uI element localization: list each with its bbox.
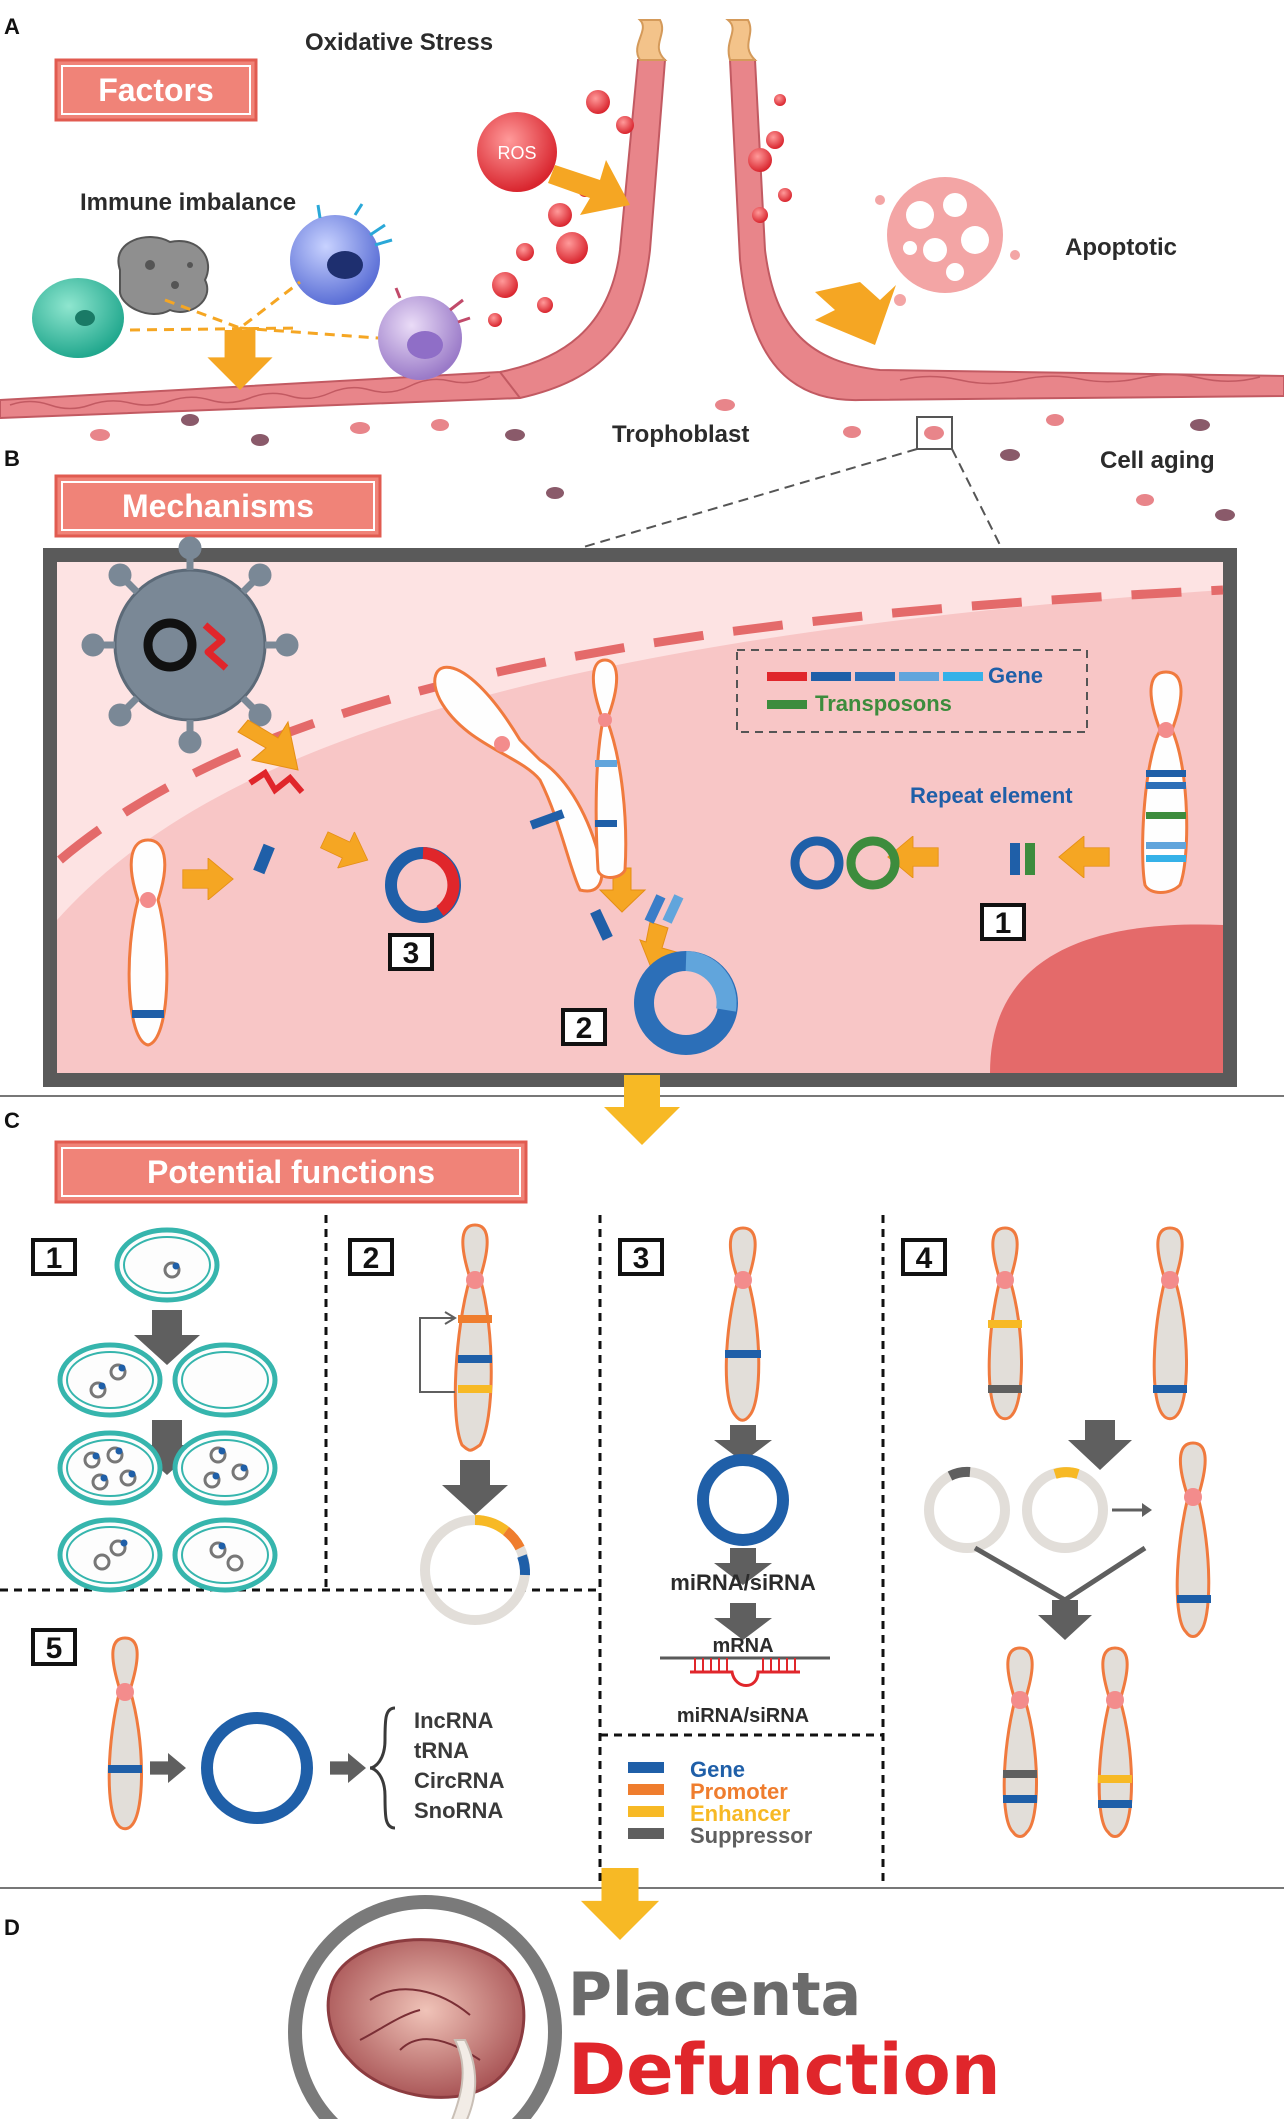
panel-b: B Mechanisms [4, 446, 1237, 1087]
function-3-chromosome [697, 1226, 789, 1640]
potential-functions-banner: Potential functions [54, 1140, 528, 1204]
mechanism-num-1: 1 [995, 907, 1012, 940]
macrophage-cell [117, 236, 210, 316]
function-2-chromosome [419, 1223, 531, 1625]
function-num-1: 1 [46, 1242, 63, 1275]
dna-fragment-1 [590, 908, 613, 941]
panel-a: A Factors Oxidative Stress Immune imbala… [0, 14, 1284, 549]
function-legend: Gene Promoter Enhancer Suppressor [628, 1757, 813, 1848]
potential-functions-banner-text: Potential functions [147, 1154, 435, 1190]
apoptotic-arrow [815, 282, 896, 345]
chromosome-3-b [591, 658, 628, 879]
viral-rna-red [248, 768, 305, 795]
rna-type-lncrna: IncRNA [414, 1708, 494, 1733]
ecdna-circle-1-green [846, 836, 900, 890]
factors-banner-text: Factors [98, 72, 214, 108]
arrow-c-to-d [580, 1868, 660, 1940]
immune-cells [32, 203, 471, 390]
rna-type-circrna: CircRNA [414, 1768, 505, 1793]
placenta-image [288, 1895, 562, 2119]
dna-fragment-3 [662, 894, 684, 924]
function-1-cells [57, 1227, 278, 1593]
ecdna-circle-2 [634, 951, 738, 1055]
apoptotic-body [875, 177, 1020, 306]
nucleolus [990, 924, 1223, 1073]
function-5-diagram [107, 1636, 396, 1831]
mechanisms-banner: Mechanisms [54, 474, 382, 538]
nuclear-membrane [57, 585, 1224, 864]
tissue-villus [0, 19, 1284, 420]
mrna-label: mRNA [712, 1635, 773, 1657]
panel-c: C Potential functions 1 [0, 1108, 1211, 1885]
chromosome-1-b [127, 838, 169, 1047]
oxidative-stress-label: Oxidative Stress [305, 29, 493, 56]
legend-item-promoter: Promoter [690, 1779, 788, 1804]
ros-bubble [477, 112, 557, 192]
gene-legend-box: Gene Transposons [736, 649, 1088, 733]
scattered-cells [90, 399, 1235, 521]
mechanism-num-2: 2 [576, 1012, 593, 1045]
ros-arrow [548, 160, 630, 215]
zoom-cell [579, 416, 1001, 549]
mechanisms-banner-text: Mechanisms [122, 488, 314, 524]
ros-bubbles: ROS [477, 90, 792, 327]
panel-c-letter: C [4, 1108, 20, 1133]
repeat-fragment-blue [1010, 843, 1020, 875]
placenta-label: Placenta [568, 1960, 861, 2030]
panel-d: D Placenta Defunction [4, 1895, 1001, 2119]
mechanism-num-3: 3 [403, 937, 420, 970]
function-num-4: 4 [916, 1242, 933, 1275]
ecdna-circle-1-blue [790, 836, 844, 890]
ros-label: ROS [497, 143, 536, 163]
chromosome-4-b [1141, 670, 1189, 894]
cell-aging-label: Cell aging [1100, 447, 1215, 474]
panel-a-letter: A [4, 14, 20, 39]
chromosome-2-b [433, 665, 604, 893]
function-num-2: 2 [363, 1242, 380, 1275]
legend-transposons: Transposons [815, 691, 952, 716]
mirna-sirna-top: miRNA/siRNA [670, 1570, 816, 1595]
defunction-label: Defunction [568, 2029, 1001, 2111]
dna-fragment-2 [644, 894, 666, 924]
function-4-diagram [924, 1226, 1211, 1838]
apoptotic-label: Apoptotic [1065, 234, 1177, 261]
function-num-5: 5 [46, 1632, 63, 1665]
legend-gene: Gene [988, 663, 1043, 688]
repeat-fragment-green [1025, 843, 1035, 875]
legend-item-enhancer: Enhancer [690, 1801, 791, 1826]
trophoblast-label: Trophoblast [612, 421, 749, 448]
rna-type-snorna: SnoRNA [414, 1798, 503, 1823]
dna-fragment-blue [253, 843, 275, 875]
factors-banner: Factors [54, 58, 258, 122]
panel-b-letter: B [4, 446, 20, 471]
legend-item-gene: Gene [690, 1757, 745, 1782]
repeat-element-label: Repeat element [910, 783, 1073, 808]
panel-d-letter: D [4, 1915, 20, 1940]
mirna-sirna-bottom: miRNA/siRNA [677, 1705, 809, 1727]
function-num-3: 3 [633, 1242, 650, 1275]
nucleus-region [57, 590, 1223, 1073]
virus [81, 536, 299, 754]
mrna-binding [660, 1656, 830, 1687]
rna-type-trna: tRNA [414, 1738, 469, 1763]
immune-imbalance-label: Immune imbalance [80, 189, 296, 216]
legend-item-suppressor: Suppressor [690, 1823, 813, 1848]
ecdna-circle-3 [385, 847, 461, 923]
